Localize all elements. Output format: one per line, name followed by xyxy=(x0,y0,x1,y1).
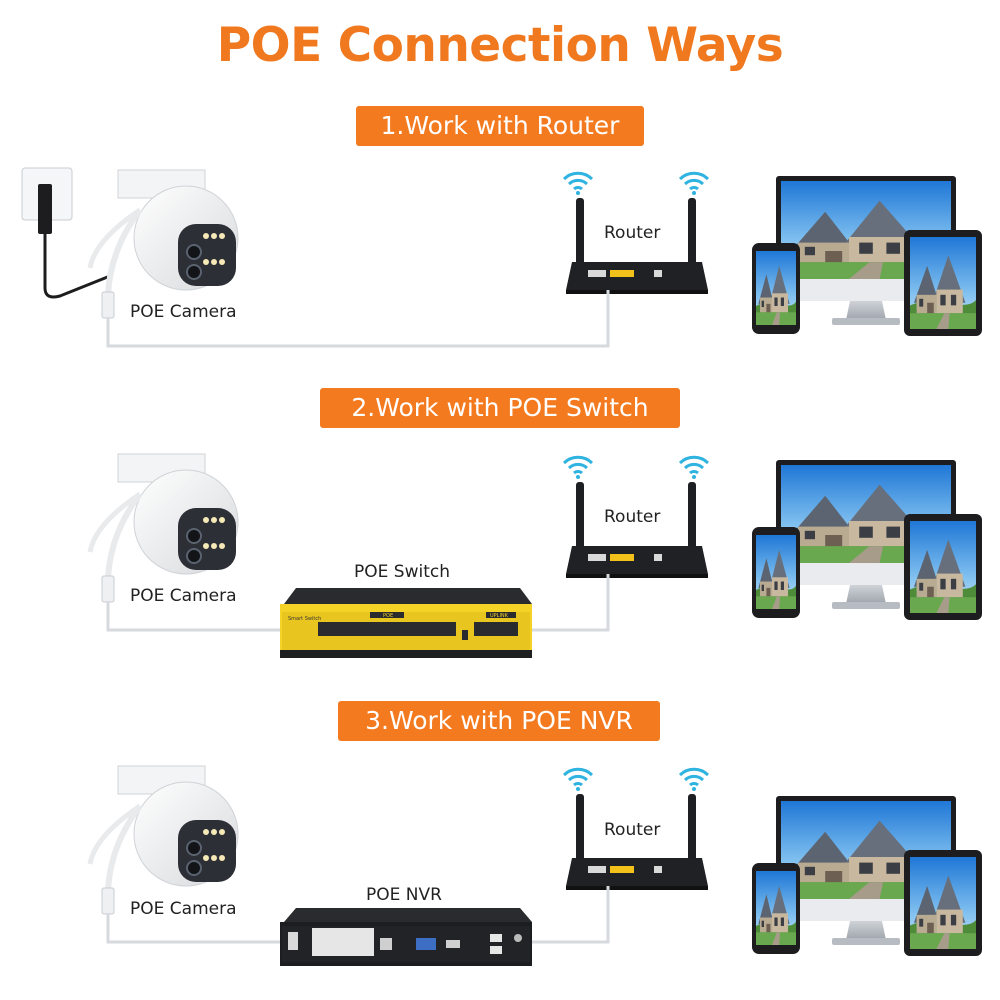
section-2-poe-switch-icon xyxy=(280,588,532,658)
section-3-nvr-label: POE NVR xyxy=(366,885,442,905)
section-2-router-icon xyxy=(564,457,708,578)
section-1-router-label: Router xyxy=(604,223,661,243)
page-title: POE Connection Ways xyxy=(216,18,784,73)
section-1-cable xyxy=(106,290,610,348)
section-2-switch-label: POE Switch xyxy=(354,562,450,582)
section-2-devices-icon xyxy=(752,460,982,620)
section-3-camera-icon xyxy=(90,766,238,914)
section-3-camera-label: POE Camera xyxy=(130,899,237,919)
section-2-banner: 2.Work with POE Switch xyxy=(320,388,680,428)
section-2-cable-router xyxy=(532,574,610,632)
section-1-devices-icon xyxy=(752,176,982,336)
section-2-camera-label: POE Camera xyxy=(130,586,237,606)
section-3-devices-icon xyxy=(752,796,982,956)
section-1-camera-icon xyxy=(90,170,238,318)
section-3-router-label: Router xyxy=(604,820,661,840)
switch-uplink-text: UPLINK xyxy=(490,613,509,619)
section-1-banner: 1.Work with Router xyxy=(356,106,644,146)
section-2-camera-icon xyxy=(90,454,238,602)
section-3-router-icon xyxy=(564,769,708,890)
section-2-router-label: Router xyxy=(604,507,661,527)
section-1-wall-outlet xyxy=(21,167,111,299)
section-1-camera-label: POE Camera xyxy=(130,302,237,322)
section-3-cable-router xyxy=(532,886,610,944)
section-1-router-icon xyxy=(564,173,708,294)
section-2-cable-camera xyxy=(106,602,280,632)
switch-poe-text: POE xyxy=(383,613,393,619)
section-3-poe-nvr-icon xyxy=(280,908,532,966)
section-3-cable-camera xyxy=(106,914,280,944)
section-3-banner: 3.Work with POE NVR xyxy=(338,701,660,741)
switch-brand-text: Smart Switch xyxy=(288,616,321,622)
